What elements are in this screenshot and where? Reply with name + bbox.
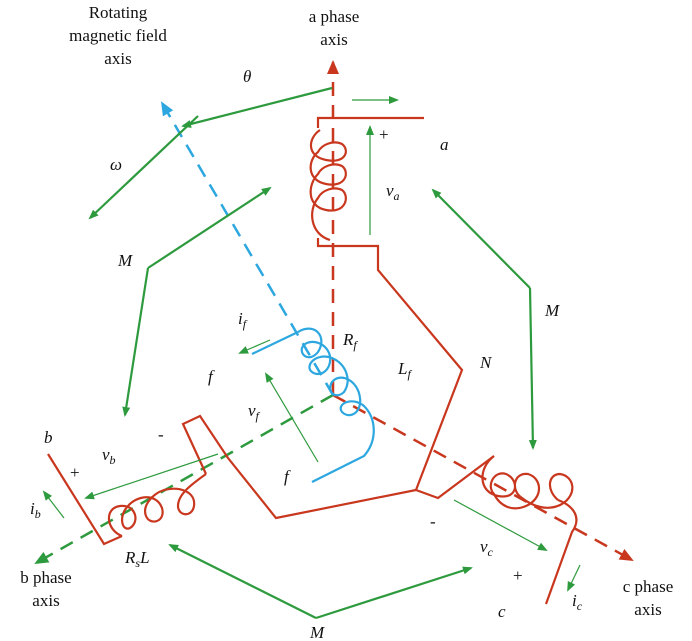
minus-c-label: -	[430, 512, 436, 531]
a-axis-label-2: axis	[320, 30, 347, 49]
b-axis-label-1: b phase	[20, 568, 71, 587]
rsl-label: RsL	[124, 548, 150, 570]
rotating-field-axis	[160, 101, 335, 396]
vb-label: vb	[102, 445, 116, 467]
field-winding	[251, 327, 375, 483]
c-terminal-label: c	[498, 602, 506, 621]
m-right-arrow-down	[528, 287, 537, 450]
ic-label: ic	[572, 591, 583, 613]
vf-label: vf	[248, 401, 261, 423]
b-axis-label-2: axis	[32, 591, 59, 610]
phase-a-winding	[309, 116, 495, 500]
f-top-label: f	[208, 367, 215, 386]
va-label: va	[386, 181, 400, 203]
n-label: N	[479, 353, 493, 372]
rotating-axis-label-3: axis	[104, 49, 131, 68]
vc-arrow	[453, 499, 548, 551]
rf-label: Rf	[342, 330, 358, 352]
m-right-label: M	[544, 301, 560, 320]
m-bottom-arrow-left	[168, 544, 317, 619]
m-left-arrow-down	[122, 267, 150, 417]
m-bottom-arrow-right	[315, 566, 473, 620]
m-left-label: M	[117, 251, 133, 270]
if-arrow	[238, 339, 271, 354]
minus-b-label: -	[158, 425, 164, 444]
rotating-axis-label-2: magnetic field	[69, 26, 167, 45]
rotating-axis-label-1: Rotating	[89, 3, 148, 22]
c-axis-label-2: axis	[634, 600, 661, 619]
m-left-arrow-up	[147, 186, 272, 269]
plus-a-label: +	[379, 125, 389, 144]
a-terminal-label: a	[440, 135, 449, 154]
vb-arrow	[84, 453, 219, 500]
phase-c-winding	[481, 455, 578, 605]
b-terminal-label: b	[44, 428, 53, 447]
theta-label: θ	[243, 67, 251, 86]
m-bottom-label: M	[309, 623, 325, 641]
phase-b-winding	[47, 414, 417, 546]
a-axis-label-1: a phase	[309, 7, 360, 26]
vc-label: vc	[480, 537, 494, 559]
f-bottom-label: f	[284, 467, 291, 486]
ib-label: ib	[30, 499, 41, 521]
plus-c-label: +	[513, 566, 523, 585]
if-label: if	[238, 309, 248, 331]
b-phase-axis	[34, 393, 334, 565]
lf-label: Lf	[397, 359, 412, 381]
omega-label: ω	[110, 155, 122, 174]
plus-b-label: +	[70, 463, 80, 482]
vf-arrow	[264, 372, 319, 463]
c-axis-label-1: c phase	[623, 577, 674, 596]
m-right-arrow-up	[431, 188, 531, 289]
theta-arrow	[181, 86, 333, 128]
ic-arrow	[567, 564, 581, 592]
ib-arrow	[42, 490, 65, 519]
omega-arrow	[88, 115, 199, 220]
